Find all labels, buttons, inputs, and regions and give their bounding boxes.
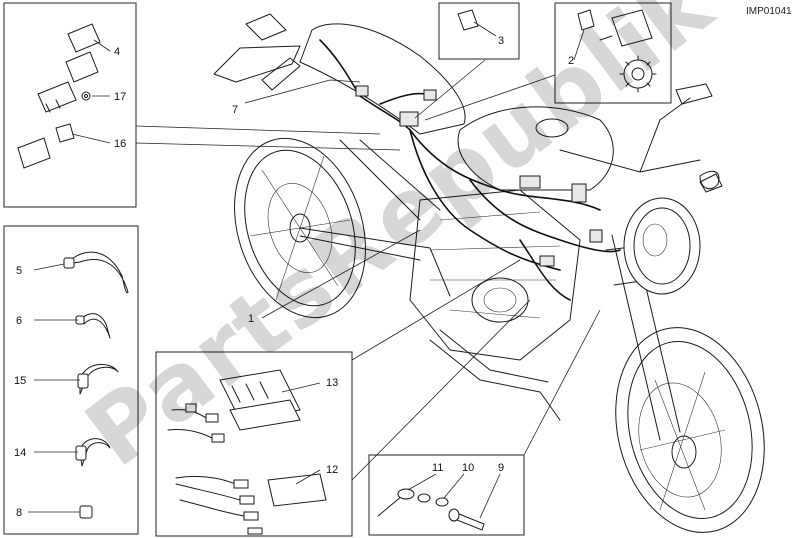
fuse-box-drawing [577,9,657,93]
relays-drawing [17,23,101,169]
detail-box-fuse [554,2,672,104]
callout-3: 3 [498,35,504,47]
callout-16: 16 [114,138,126,150]
rear-wheel [234,137,366,319]
callout-12: 12 [326,464,338,476]
callout-6: 6 [16,315,22,327]
callout-1: 1 [248,313,254,325]
motorcycle-drawing [213,13,765,533]
leader-lines [28,21,601,519]
callout-11: 11 [432,462,443,474]
detail-box-relays [3,2,137,208]
clips-drawing [63,251,129,519]
callout-10: 10 [462,462,474,474]
detail-box-clips [3,225,139,535]
callout-5: 5 [16,265,22,277]
callout-4: 4 [114,46,120,58]
detail-box-sensor [438,2,520,60]
callout-13: 13 [326,377,338,389]
callout-2: 2 [568,55,574,67]
connector-holders-drawing [167,369,327,535]
fasteners-drawing [377,488,485,531]
image-code: IMP01041 [746,6,792,17]
callout-9: 9 [498,462,504,474]
wiring-harness [319,39,621,301]
front-wheel [615,327,765,533]
engine [409,189,581,361]
detail-box-holders [155,351,353,537]
sensor-part [457,9,479,31]
callout-15: 15 [14,375,26,387]
headlight [623,197,701,295]
callout-17: 17 [114,91,126,103]
detail-box-fasteners [368,454,525,536]
callout-14: 14 [14,447,26,459]
callout-7: 7 [232,104,238,116]
callout-8: 8 [16,507,22,519]
